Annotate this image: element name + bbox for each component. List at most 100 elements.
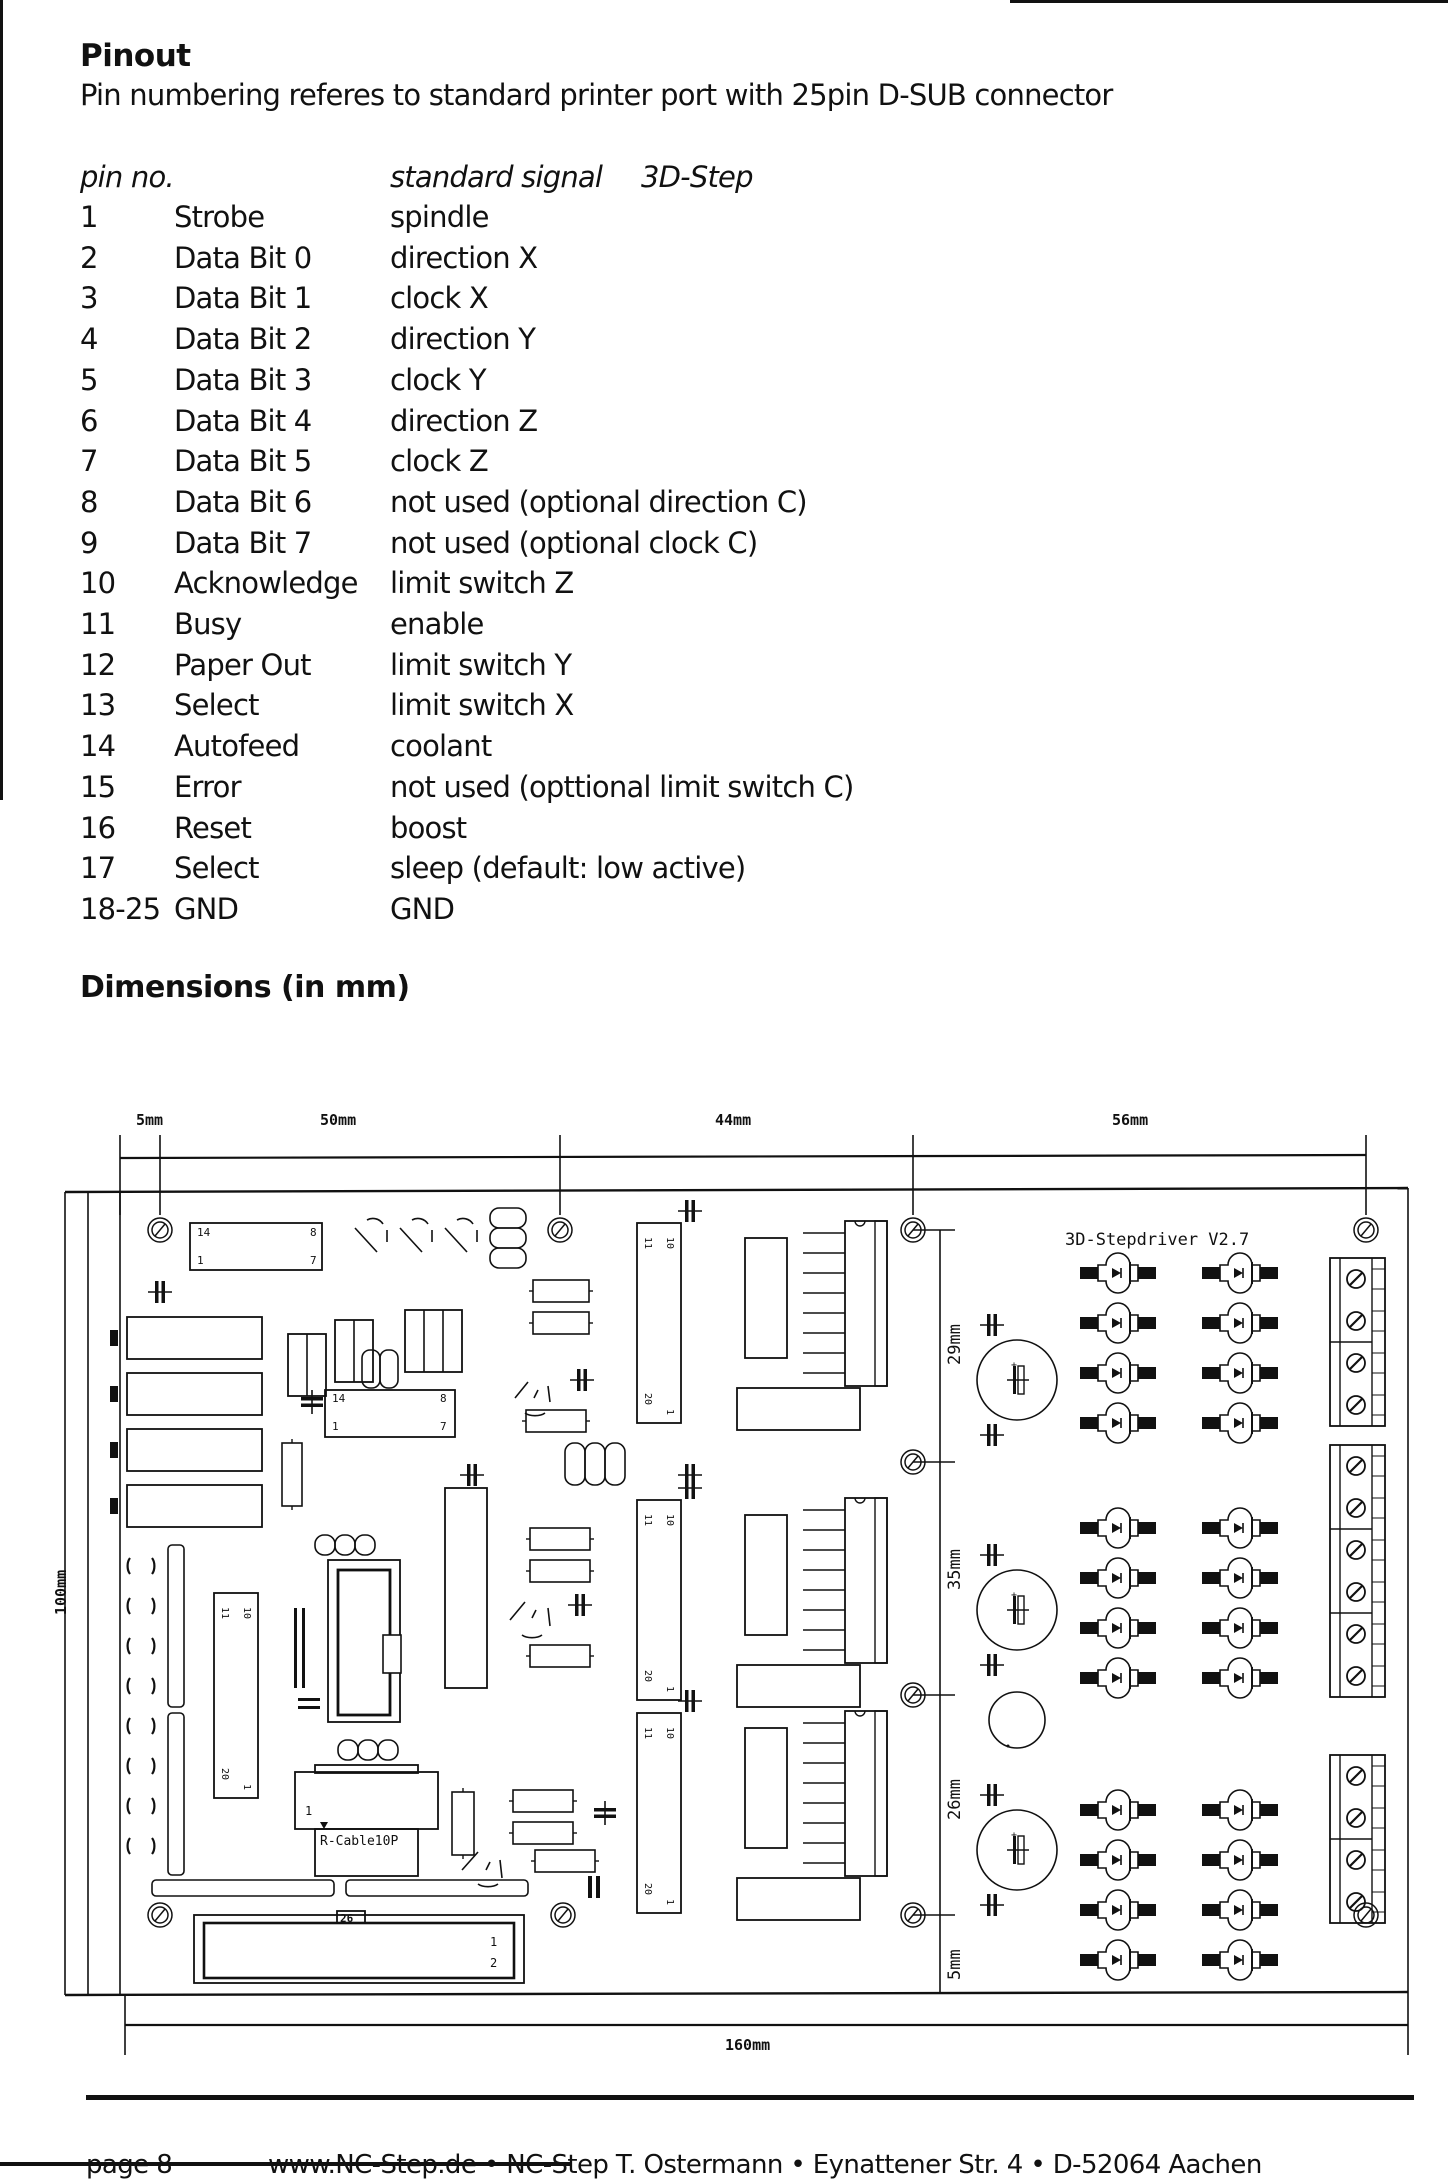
electrolytic-capacitor-icon: + [976,1339,1058,1421]
plus-dot [1006,1744,1010,1748]
crystal-outline [357,1739,379,1761]
pin-number: 14 [80,729,116,764]
capacitor-icon [570,1369,594,1391]
hole-slash [154,1223,166,1237]
standard-signal: Reset [174,810,252,845]
diode-pad [1260,1572,1278,1584]
cap-plate [987,1544,991,1566]
cap-plate [467,1464,471,1486]
elcap-outline [988,1691,1046,1749]
elcap-outline [976,1569,1058,1651]
hole-slash [154,1908,166,1922]
capacitor-icon [980,1314,1004,1336]
step-signal: enable [390,607,484,641]
capacitor-icon [678,1200,702,1222]
cap-plate [691,1464,695,1486]
ic-dip14 [324,1389,456,1438]
scan-edge-left [0,0,3,800]
cap-plate [301,1397,323,1401]
ic-pin-label: 8 [440,1392,447,1405]
ic-body [636,1222,682,1424]
electrolytic-capacitor-icon [988,1691,1046,1749]
resistor-icon [522,1409,590,1433]
driver-body [844,1220,888,1387]
ic-body [636,1499,682,1701]
ribbon-cable-latch [314,1764,419,1774]
led-icon [151,1717,156,1735]
ic-pin-label: 11 [642,1237,653,1249]
ic-pin-label: 1 [664,1686,675,1692]
pin-number: 13 [80,688,116,723]
driver-notch [854,1220,866,1227]
led-icon [126,1837,131,1855]
diode-arrow [1234,1523,1243,1533]
diode-arrow [1112,1955,1121,1965]
diode-pad [1138,1804,1156,1816]
pin-number: 1 [80,200,98,234]
ic-pin-label: 1 [241,1784,252,1790]
terminal-outline [1329,1444,1386,1698]
resistor-body [532,1279,590,1303]
diode-arrow [1234,1418,1243,1428]
pin-header [167,1712,185,1876]
pin-number: 9 [80,525,98,560]
relay-pin [110,1442,118,1458]
resistor-network [404,1309,463,1373]
transistor-outline [354,1217,388,1253]
transistor-outline [461,1851,503,1888]
standard-signal: Data Bit 6 [174,484,312,519]
crystal-outline [564,1442,586,1486]
electrolytic-capacitor-icon: + [976,1569,1058,1651]
cap-plate [575,1594,579,1616]
pin-header [167,1544,185,1708]
diode-pad [1138,1954,1156,1966]
pin-number: 12 [80,647,116,682]
column-header-pin: pin no. [80,160,175,194]
step-signal: not used (optional clock C) [390,525,758,560]
diode-pad [1138,1522,1156,1534]
cap-plate [161,1281,165,1303]
pin-header [345,1879,529,1897]
step-signal: direction Y [390,322,536,357]
plus-sign: + [1011,1360,1017,1371]
dimension-label-height: 100mm [52,1570,70,1615]
diode-pad [1202,1267,1220,1279]
cap-plate [987,1424,991,1446]
screw-icon [1346,1892,1366,1912]
standard-signal: Error [174,769,241,804]
standard-signal: Acknowledge [174,566,358,601]
cap-plate [987,1784,991,1806]
cap-plate [691,1200,695,1222]
screw-slot [1349,1356,1363,1370]
screw-icon [1346,1850,1366,1870]
capacitor-icon [678,1690,702,1712]
diode-arrow [1112,1573,1121,1583]
diode-pad [1080,1267,1098,1279]
relay-pin [110,1498,118,1514]
step-signal: direction Z [390,403,538,438]
connector-pin-label: 1 [490,1935,497,1949]
mounting-hole-icon [147,1217,173,1243]
standard-signal: Data Bit 0 [174,240,312,275]
resistor-body [534,1849,596,1873]
ribbon-cable-body [314,1828,419,1877]
hole-outer [147,1217,173,1243]
connector-26pin [193,1914,525,1984]
step-signal: clock Z [390,444,489,479]
diode-icon [1202,1657,1278,1699]
capacitor-icon [980,1894,1004,1916]
column-header-standard-signal: standard signal [390,160,603,194]
cap-plate [473,1464,477,1486]
standard-signal: GND [174,891,239,926]
relay-body [126,1372,263,1416]
cap-plate [993,1784,997,1806]
diode-pad [1202,1804,1220,1816]
relay-pin [110,1330,118,1346]
diode-icon [1080,1839,1156,1881]
ic-pin-label: 8 [310,1226,317,1239]
diode-arrow [1112,1523,1121,1533]
standard-signal: Select [174,688,259,723]
step-signal: limit switch Y [390,647,572,682]
driver-body [844,1497,888,1664]
diode-pad [1080,1954,1098,1966]
